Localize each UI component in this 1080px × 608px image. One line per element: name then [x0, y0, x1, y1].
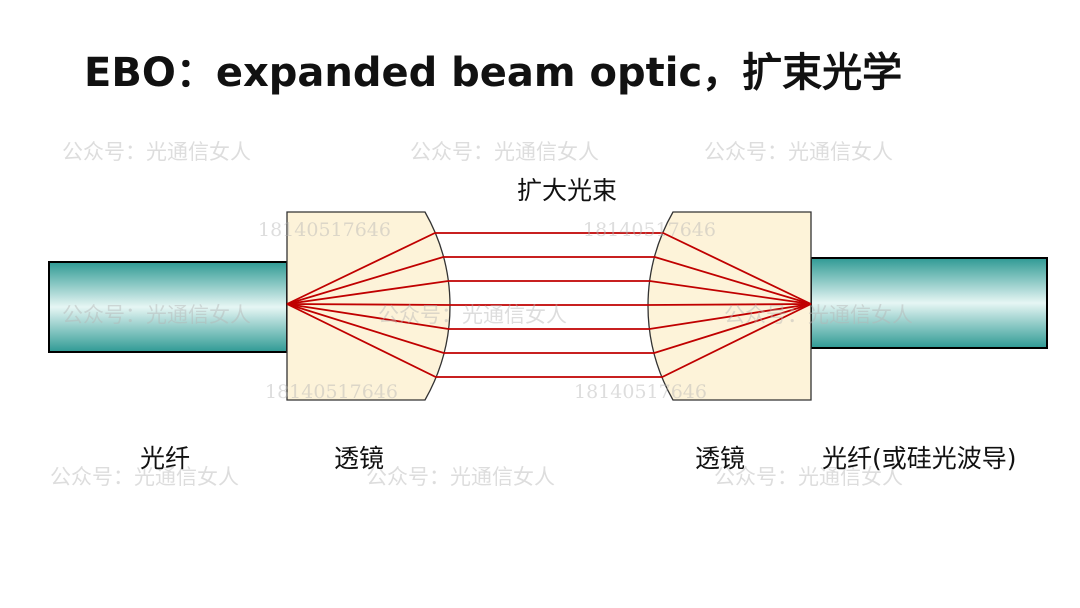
- light-ray: [286, 280, 812, 305]
- watermark-account-8: 公众号：光通信女人: [366, 465, 555, 489]
- label-lens-left: 透镜: [334, 444, 385, 473]
- watermark-number-3: 18140517646: [265, 381, 398, 403]
- watermark-number-1: 18140517646: [258, 219, 391, 241]
- light-rays: [286, 232, 812, 378]
- watermark-number-2: 18140517646: [583, 219, 716, 241]
- watermark-account-3: 公众号：光通信女人: [704, 140, 893, 164]
- light-ray: [286, 232, 812, 305]
- right-fiber: [810, 257, 1048, 349]
- right-lens: [647, 211, 812, 401]
- watermark-number-4: 18140517646: [574, 381, 707, 403]
- watermark-account-9: 公众号：光通信女人: [714, 465, 903, 489]
- watermark-account-1: 公众号：光通信女人: [62, 140, 251, 164]
- light-ray: [286, 303, 812, 306]
- light-ray: [286, 303, 812, 378]
- label-fiber-left: 光纤: [140, 444, 191, 473]
- label-lens-right: 透镜: [695, 444, 746, 473]
- left-fiber: [48, 261, 288, 353]
- watermark-account-7: 公众号：光通信女人: [50, 465, 239, 489]
- label-fiber-right: 光纤(或硅光波导): [822, 444, 1017, 473]
- left-lens: [286, 211, 451, 401]
- light-ray: [286, 256, 812, 305]
- watermark-account-4: 公众号：光通信女人: [62, 303, 251, 327]
- light-ray: [286, 303, 812, 354]
- watermark-account-6: 公众号：光通信女人: [724, 303, 913, 327]
- watermark-account-2: 公众号：光通信女人: [410, 140, 599, 164]
- slide-title: EBO：expanded beam optic，扩束光学: [84, 50, 903, 96]
- label-expanded-beam: 扩大光束: [517, 176, 618, 205]
- watermark-account-5: 公众号：光通信女人: [378, 303, 567, 327]
- light-ray: [286, 303, 812, 330]
